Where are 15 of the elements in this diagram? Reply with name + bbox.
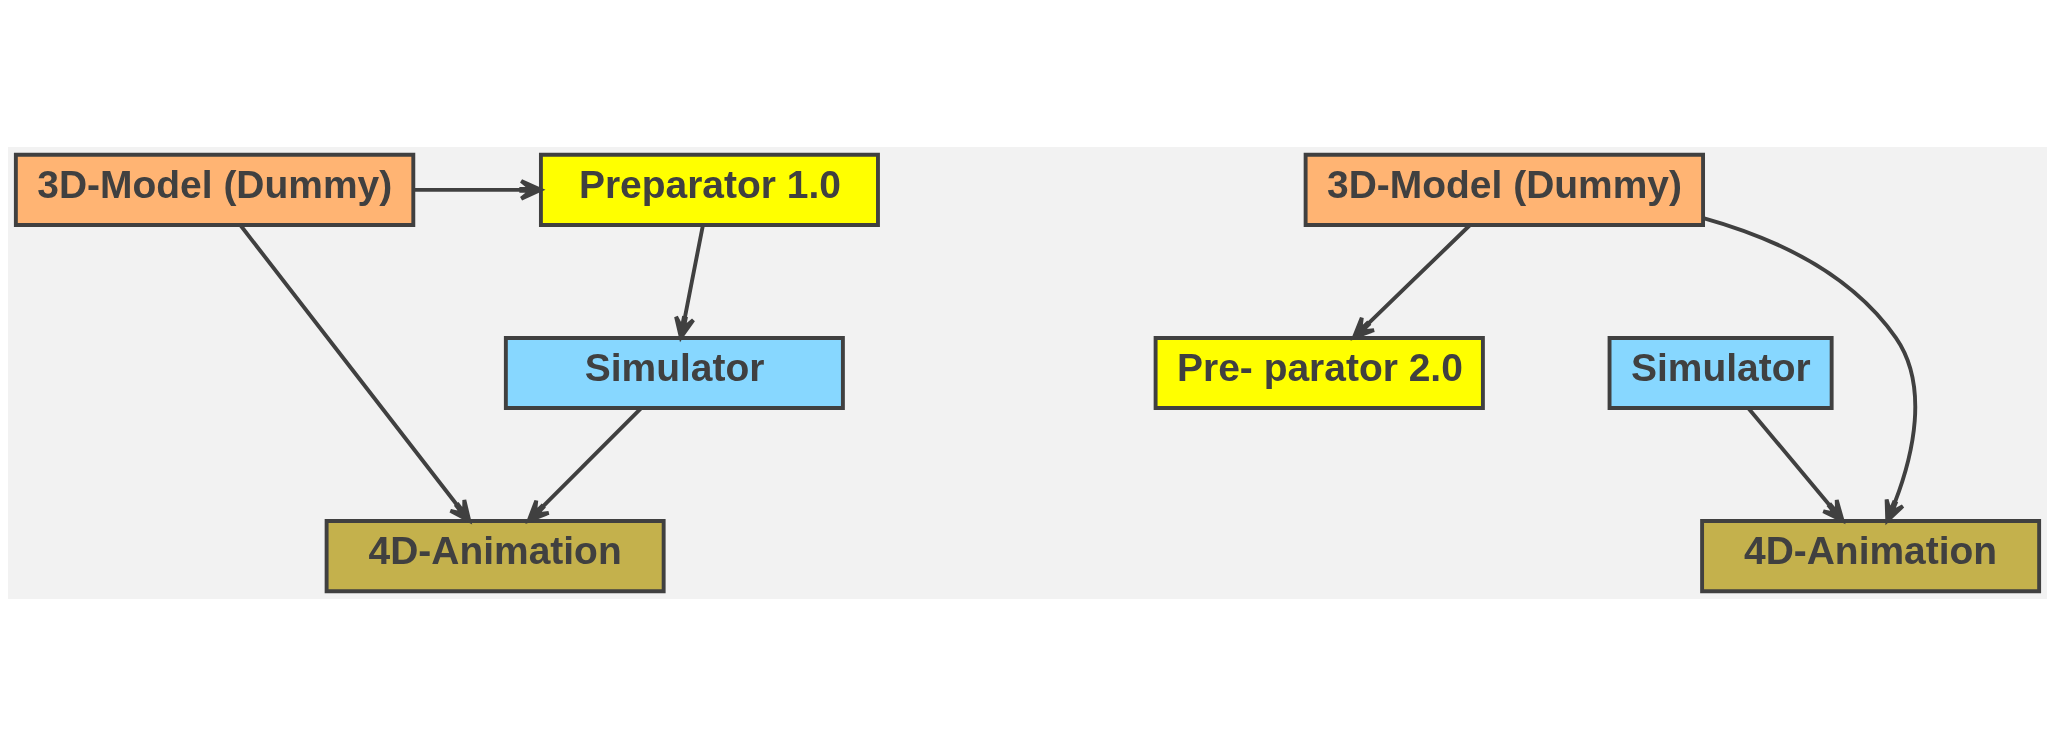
arrow (1702, 216, 1918, 523)
arrow (1747, 407, 1845, 523)
node-box: Simulator (503, 336, 845, 410)
arrow (526, 407, 643, 523)
arrow (674, 225, 705, 340)
arrow (413, 179, 543, 201)
node-box: 3D-Model (Dummy) (13, 152, 416, 227)
node-box: 3D-Model (Dummy) (1303, 152, 1705, 227)
arrow (1351, 224, 1471, 340)
node-box: Preparator 1.0 (538, 152, 880, 227)
arrow (238, 224, 472, 523)
node-box: 4D-Animation (1700, 519, 2042, 594)
node-box: 4D-Animation (324, 519, 666, 594)
node-box: Pre- parator 2.0 (1153, 336, 1485, 410)
node-box: Simulator (1607, 336, 1834, 410)
